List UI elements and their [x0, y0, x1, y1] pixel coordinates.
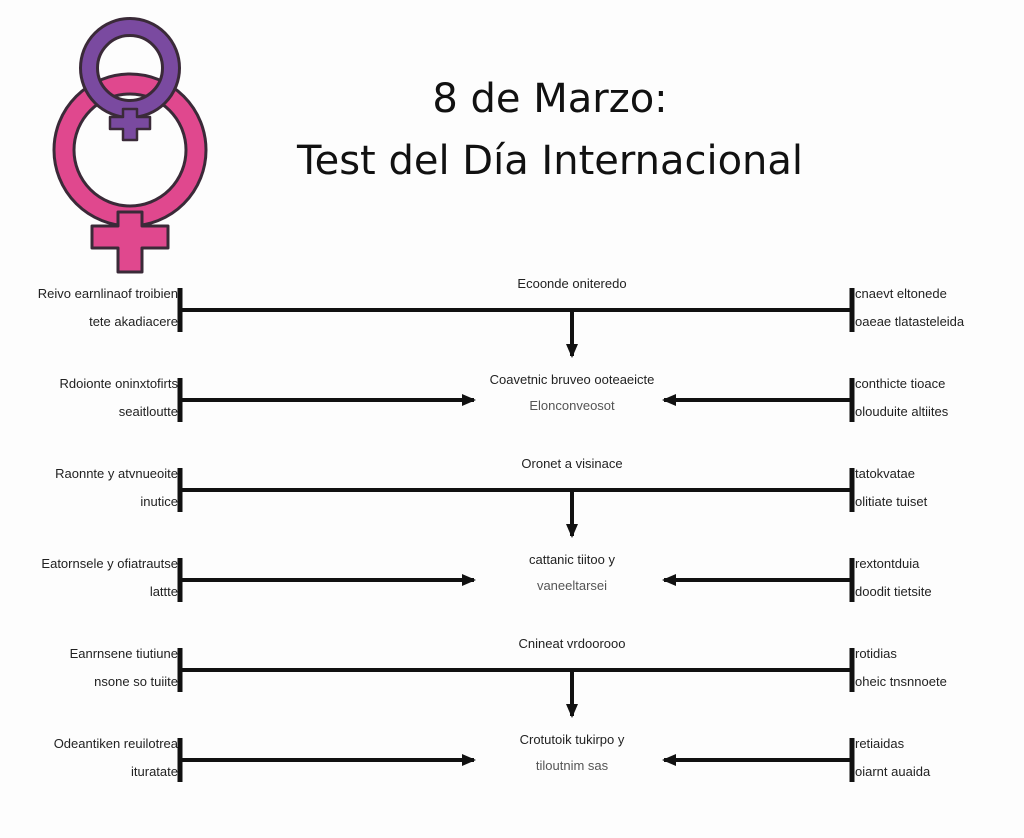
female-symbol-logo-icon — [52, 17, 208, 274]
left-label-bottom: tete akadiacere — [89, 314, 178, 329]
left-label-bottom: inutice — [140, 494, 178, 509]
right-label-top: conthicte tioace — [855, 376, 946, 391]
center-label-bottom: vaneeltarsei — [536, 578, 608, 593]
left-label-bottom: lattte — [149, 584, 178, 599]
left-label-top: Raonnte y atvnueoite — [55, 466, 178, 481]
left-label-top: Eanrnsene tiutiune — [69, 646, 178, 661]
right-label-bottom: olouduite altiites — [855, 404, 949, 419]
left-label-top: Rdoionte oninxtofirts — [59, 376, 178, 391]
right-label-bottom: doodit tietsite — [855, 584, 932, 599]
right-label-top: tatokvatae — [855, 466, 915, 481]
left-label-bottom: ituratate — [131, 764, 178, 779]
page-title-line-2: Test del Día Internacional — [296, 138, 804, 184]
left-label-top: Reivo earnlinaof troibien — [37, 286, 178, 301]
page-title-line-1: 8 de Marzo: — [432, 76, 668, 122]
right-label-bottom: olitiate tuiset — [855, 494, 928, 509]
right-label-bottom: oiarnt auaida — [855, 764, 931, 779]
center-label-top: Cnineat vrdoorooo — [518, 636, 626, 651]
center-label-top: Ecoonde oniteredo — [517, 276, 627, 291]
right-label-top: rextontduia — [855, 556, 920, 571]
center-label-bottom: tiloutnim sas — [535, 758, 609, 773]
center-label-top: cattanic tiitoo y — [529, 552, 615, 567]
center-label-top: Oronet a visinace — [521, 456, 623, 471]
purple-venus-icon — [79, 17, 181, 142]
center-label-top: Coavetnic bruveo ooteaeicte — [489, 372, 655, 387]
left-label-bottom: nsone so tuiite — [94, 674, 178, 689]
pink-venus-icon — [52, 72, 208, 274]
right-label-bottom: oaeae tlatasteleida — [855, 314, 965, 329]
right-label-top: rotidias — [855, 646, 897, 661]
center-label-top: Crotutoik tukirpo y — [519, 732, 625, 747]
right-label-top: retiaidas — [855, 736, 905, 751]
center-label-bottom: Elonconveosot — [529, 398, 615, 413]
right-label-top: cnaevt eltonede — [855, 286, 947, 301]
left-label-bottom: seaitloutte — [118, 404, 178, 419]
right-label-bottom: oheic tnsnnoete — [855, 674, 947, 689]
left-label-top: Odeantiken reuilotrea — [53, 736, 178, 751]
connector-lines — [177, 288, 855, 782]
left-label-top: Eatornsele y ofiatrautse — [41, 556, 178, 571]
